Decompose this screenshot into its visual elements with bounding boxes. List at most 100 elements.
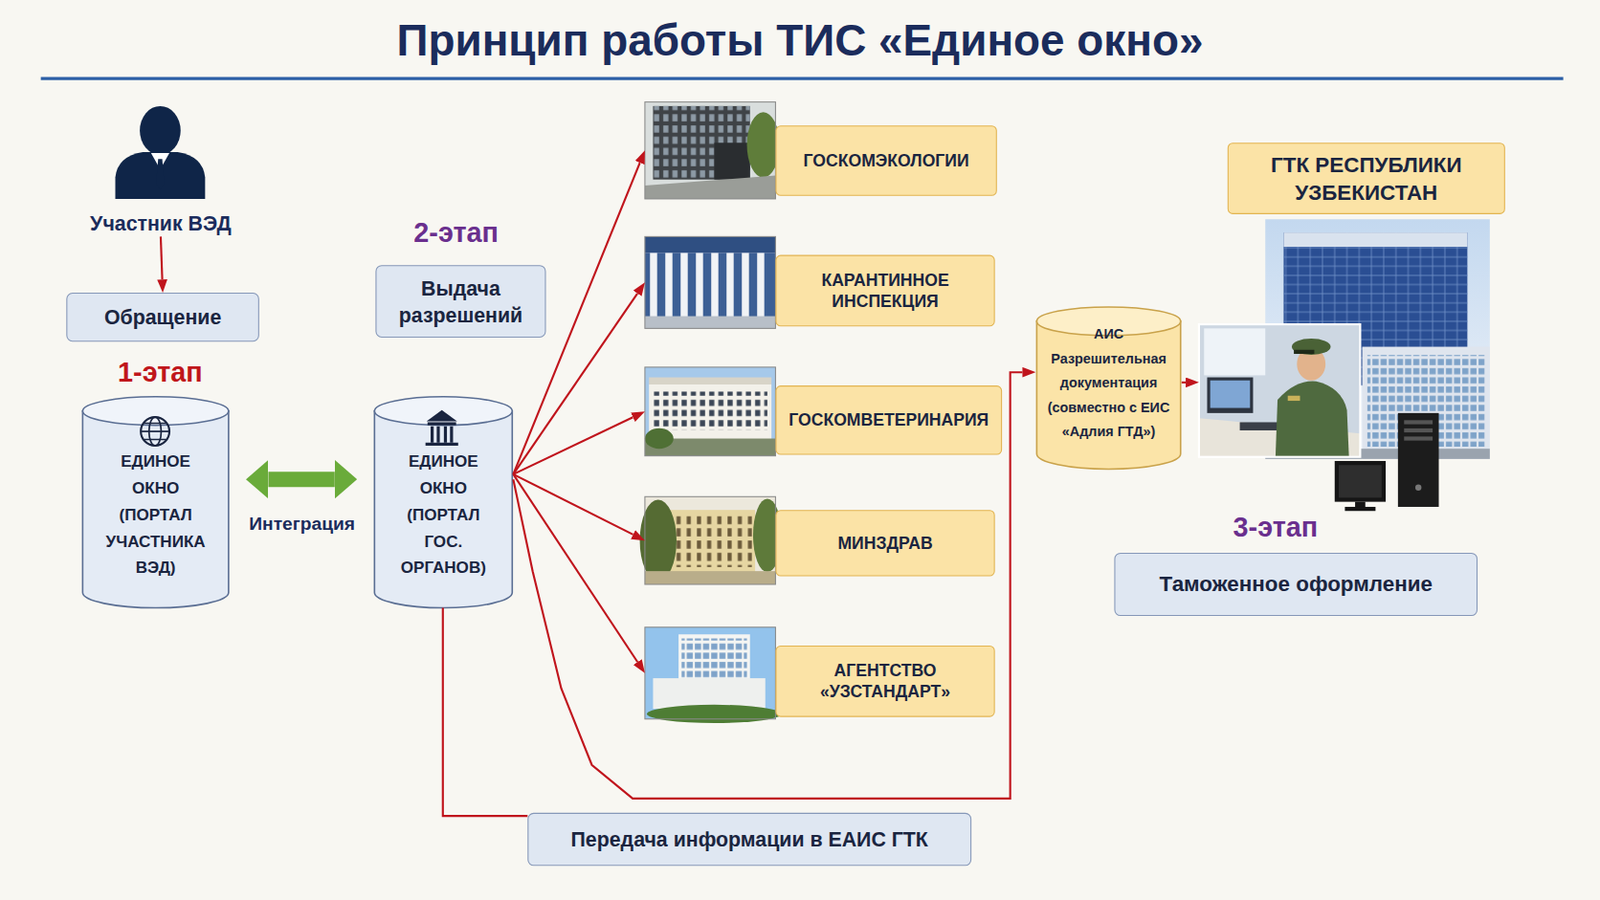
photo-tree [753,498,782,573]
node-text: МИНЗДРАВ [837,532,933,555]
icon-column [430,426,434,444]
node-text: КАРАНТИННОЕ ИНСПЕКЦИЯ [782,268,988,313]
node-text: Выдача разрешений [384,274,537,328]
photo-frame [644,627,776,720]
cylinder-top [374,397,512,426]
text-column: Таможенное оформление [1159,570,1433,599]
process-box: Передача информации в ЕАИС ГТК [527,813,972,867]
photo-column [649,252,657,318]
photo-trees [646,705,782,724]
text-column: МИНЗДРАВ [837,532,933,555]
text-column: КАРАНТИННОЕ ИНСПЕКЦИЯ [782,268,988,313]
globe-latitudes [143,423,166,441]
photo-windows [671,516,753,568]
globe-equator [140,430,170,433]
process-box: Выдача разрешений [375,265,546,338]
connector-arrow [512,417,633,475]
computer-screen [1338,465,1382,498]
process-box: Таможенное оформление [1113,553,1478,617]
agency-box: ГОСКОМЭКОЛОГИИ [644,102,998,200]
text-column: Выдача разрешений [384,274,537,328]
icon-column [444,426,447,444]
photo-column [665,252,672,318]
globe-outline [140,417,170,446]
database-cylinder: АИС Разрешительная документация (совмест… [1035,306,1181,470]
photo-cornice [1283,232,1467,247]
connector-arrow [512,293,638,475]
connector-arrow [512,372,1023,800]
computer-monitor [1334,461,1386,503]
person-silhouette [114,106,205,200]
cylinder-outline [81,396,230,609]
text-holder: ГТК РЕСПУБЛИКИ УЗБЕКИСТАН [1227,142,1506,215]
photo-frame [644,496,776,585]
photo-windows [652,391,767,431]
node-text: АИС Разрешительная документация (совмест… [1038,322,1179,445]
text-column: АИС Разрешительная документация (совмест… [1038,322,1179,445]
icon-pediment [426,410,458,423]
cylinder-body [1036,321,1180,470]
cylinder-outline [373,396,513,609]
photo-building [652,106,750,180]
photo-sky [644,236,776,329]
database-cylinder: ЕДИНОЕ ОКНО (ПОРТАЛ УЧАСТНИКА ВЭД) [81,396,230,609]
photo-entrance [713,142,750,179]
diagram-title: Принцип работы ТИС «Единое окно» [0,13,1600,67]
computer-slot [1403,420,1433,424]
stage-label: 3-этап [1173,511,1378,544]
connector-arrow [267,471,334,488]
connector-arrow [160,236,163,280]
text-holder: Выдача разрешений [384,274,537,328]
person-head [139,106,181,156]
text-column: ЕДИНОЕ ОКНО (ПОРТАЛ ГОС. ОРГАНОВ) [390,448,497,582]
photo-frame [1199,324,1360,458]
stage-label: 1-этап [58,355,263,389]
photo-frame [644,367,776,457]
text-column: ГОСКОМЭКОЛОГИИ [803,150,970,173]
photo-roof [648,377,772,385]
computer-slot [1403,436,1433,441]
text-holder: КАРАНТИННОЕ ИНСПЕКЦИЯ [775,255,995,328]
photo-building [667,510,756,574]
title-rule [41,77,1564,81]
icon-column [436,426,440,444]
person-body [114,152,205,200]
photo-steps [644,316,776,330]
node-text: Участник ВЭД [76,210,245,238]
photo-window [1203,328,1266,376]
text-column: Обращение [104,304,222,332]
text-holder: ГОСКОМЭКОЛОГИИ [775,125,997,197]
node-text: АГЕНТСТВО «УЗСТАНДАРТ» [782,659,988,704]
photo-background [1199,324,1360,458]
photo-sky [644,367,776,457]
photo-column [741,252,749,318]
building-photo [644,367,776,457]
photo-column [726,252,734,318]
building-photo [644,627,782,724]
computer-base [1344,507,1376,512]
photo-wing [652,678,765,710]
text-column: ГОСКОМВЕТЕРИНАРИЯ [788,409,989,432]
node-text: ГТК РЕСПУБЛИКИ УЗБЕКИСТАН [1236,150,1496,206]
edge-label: Интеграция [210,511,395,537]
computer-tower [1398,413,1440,508]
photo-screen [1210,380,1251,409]
text-holder: Таможенное оформление [1159,570,1433,599]
photo-monitor [1206,377,1253,414]
building-photo [644,236,776,329]
government-icon [425,410,459,446]
text-holder: ЕДИНОЕ ОКНО (ПОРТАЛ УЧАСТНИКА ВЭД) [98,448,213,582]
person-tie [155,158,165,190]
building-photo [640,496,782,585]
text-holder: АИС Разрешительная документация (совмест… [1038,322,1179,445]
photo-column [695,252,703,318]
officer-body [1275,381,1350,458]
text-column: ГТК РЕСПУБЛИКИ УЗБЕКИСТАН [1236,150,1496,206]
photo-ground [644,175,776,200]
photo-ground [644,571,776,585]
